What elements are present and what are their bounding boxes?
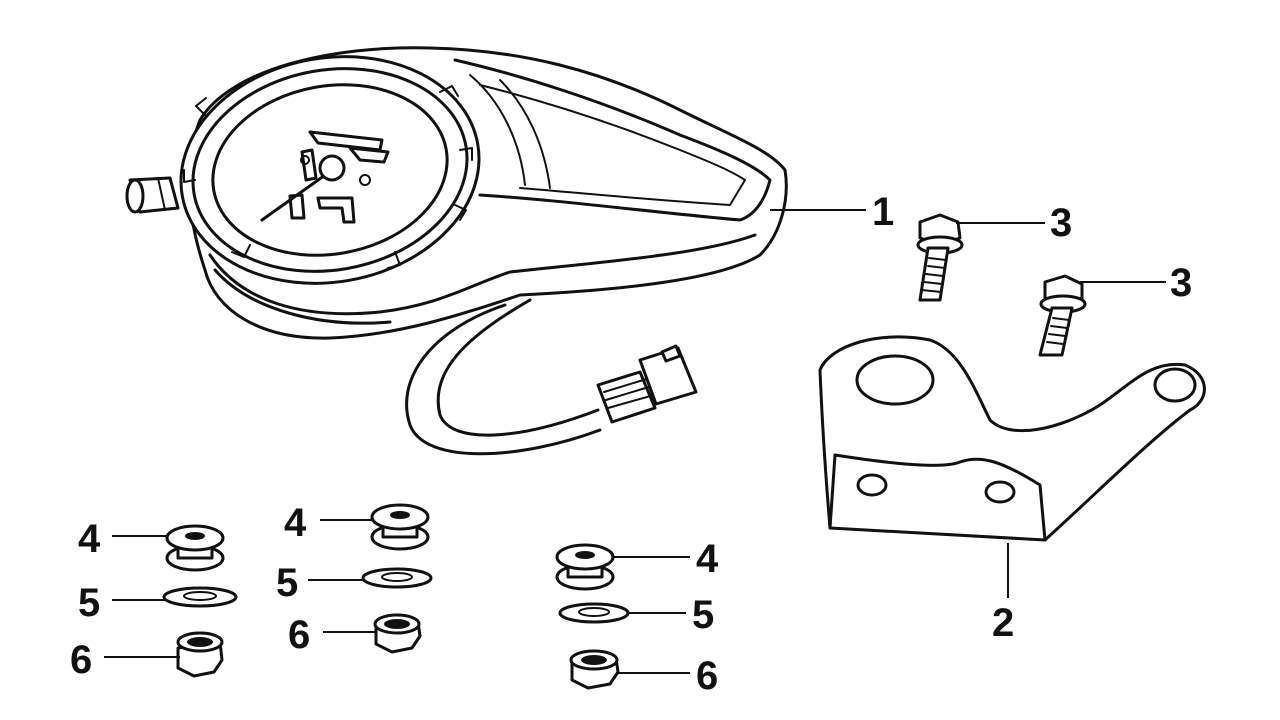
nut-part-a: [176, 631, 224, 678]
grommet-part-c: [555, 543, 615, 591]
callout-nut-c: 6: [696, 654, 718, 698]
callout-speedometer: 1: [872, 190, 894, 234]
callout-bracket: 2: [992, 601, 1014, 645]
callout-bolt-a: 3: [1050, 201, 1072, 245]
callout-nut-a: 6: [70, 638, 92, 682]
washer-part-a: [162, 586, 238, 608]
nut-part-c: [569, 649, 620, 690]
bolt-part-b: [1038, 274, 1087, 357]
bolt-part-a: [916, 213, 964, 302]
callout-washer-c: 5: [692, 593, 714, 637]
leader-lines: [104, 209, 1166, 674]
callout-grommet-c: 4: [696, 537, 719, 581]
washer-part-b: [361, 567, 433, 589]
callout-grommet-a: 4: [78, 517, 101, 561]
washer-part-c: [558, 602, 630, 624]
callout-washer-b: 5: [276, 561, 298, 605]
callout-labels: 1 2 3 3 4 4 4 5 5 5 6 6 6: [70, 190, 1192, 698]
nut-part-b: [373, 613, 422, 654]
grommet-part-b: [370, 503, 430, 551]
callout-washer-a: 5: [78, 581, 100, 625]
callout-bolt-b: 3: [1170, 261, 1192, 305]
callout-grommet-b: 4: [284, 501, 307, 545]
grommet-part-a: [165, 524, 225, 572]
callout-nut-b: 6: [288, 613, 310, 657]
speedometer-part: [125, 46, 788, 456]
connector-plug: [596, 344, 698, 424]
bracket-part: [818, 335, 1206, 542]
